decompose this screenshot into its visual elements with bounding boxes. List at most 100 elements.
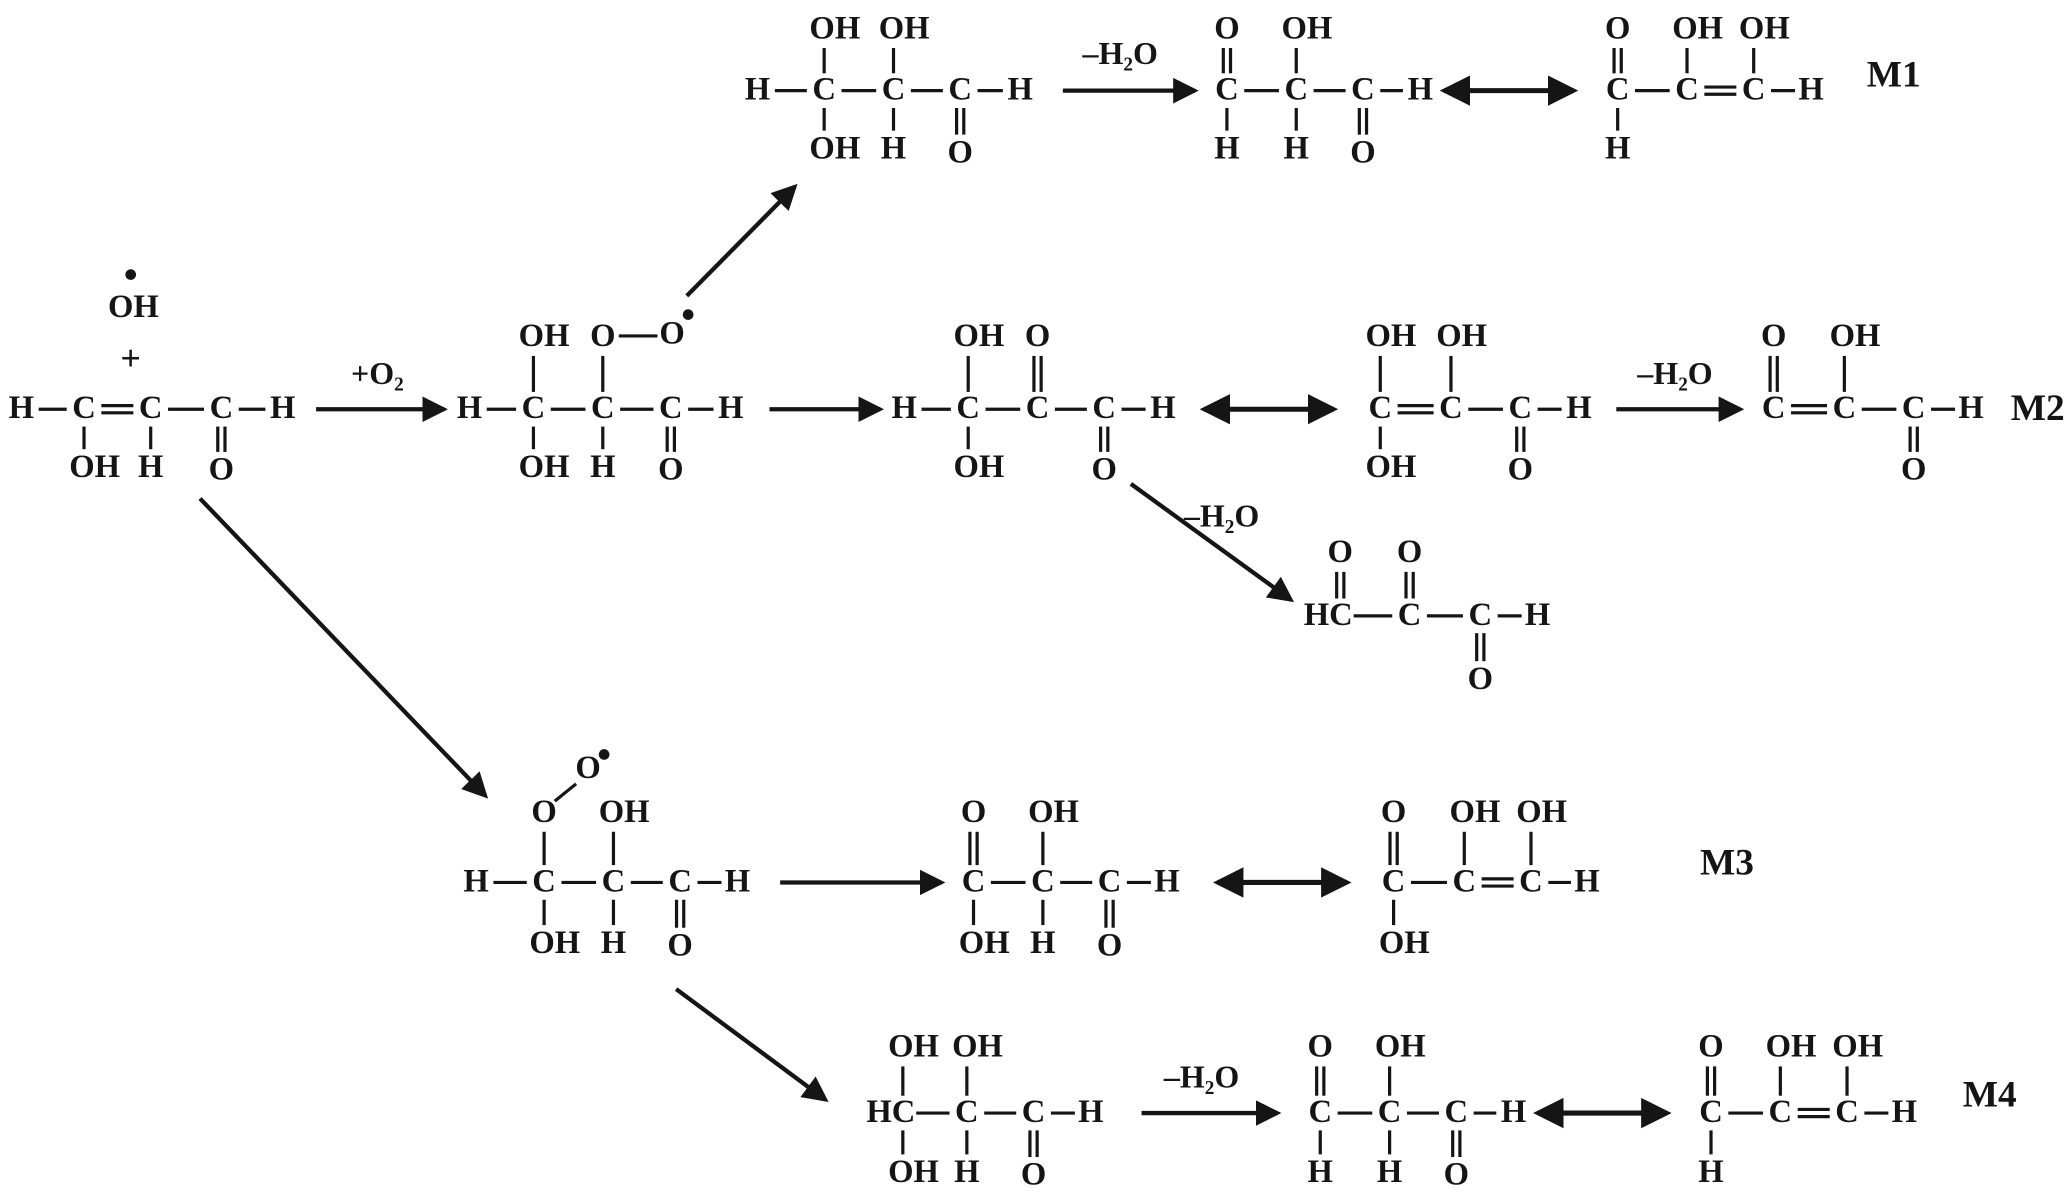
atom-h: H (1154, 863, 1180, 900)
atom-oh: OH (1365, 448, 1417, 485)
atom-h: H (1007, 71, 1033, 108)
atom-oh: OH (529, 924, 581, 961)
atom-oh: OH (598, 794, 650, 831)
atom-h: H (1604, 130, 1631, 167)
atom-oh: OH (1365, 318, 1417, 355)
atom-o: O (1024, 318, 1051, 355)
atom-c: C (1021, 1094, 1046, 1131)
atom-h: H (718, 390, 744, 427)
atom-h: H (137, 448, 164, 485)
product-label-m1: M1 (1866, 54, 1921, 96)
atom-o: O (1096, 927, 1123, 964)
atom-o: O (960, 794, 987, 831)
atom-c: C (1284, 71, 1309, 108)
atom-h: H (1958, 390, 1984, 427)
atom-o: O (1350, 134, 1376, 171)
atom-c: C (1699, 1094, 1723, 1131)
atom-h: H (1283, 130, 1309, 167)
atom-oh: OH (1832, 1028, 1884, 1065)
atom-c: C (668, 863, 692, 900)
product-label-m2: M2 (2010, 387, 2065, 430)
atom-o: O (1604, 10, 1631, 47)
atom-h: H (1376, 1154, 1403, 1191)
atom-c: C (1351, 71, 1375, 108)
atom-o: O (1901, 451, 1927, 488)
atom-o: O (531, 794, 557, 831)
atom-oh: OH (1449, 794, 1501, 831)
product-label-m3: M3 (1700, 842, 1754, 884)
atom-c: C (1468, 596, 1493, 633)
atom-oh: OH (952, 1028, 1003, 1065)
atom-o: O (575, 750, 601, 787)
atom-h: H (1798, 71, 1824, 108)
atom-oh: OH (1672, 10, 1724, 47)
atom-oh: OH (518, 448, 570, 485)
atom-oh: OH (1436, 318, 1488, 355)
atom-c: C (1741, 71, 1766, 108)
atom-h: H (1407, 71, 1433, 108)
atom-h: H (1500, 1094, 1527, 1131)
atom-c: C (956, 390, 980, 427)
arrow-label: –H₂O (1163, 1061, 1240, 1096)
atom-c: C (1452, 863, 1477, 900)
atom-oh: OH (1829, 318, 1881, 355)
radical-dot (598, 749, 610, 760)
atom-c: C (1444, 1094, 1469, 1131)
atom-c: C (1025, 390, 1050, 427)
atom-h: H (891, 390, 917, 427)
atom-oh: OH (953, 448, 1005, 485)
atom-h: H (590, 448, 616, 485)
atom-h: H (880, 130, 907, 167)
single-bond (553, 782, 578, 803)
atom-c: C (532, 863, 556, 900)
arrow-label: –H₂O (1183, 499, 1260, 535)
atom-c: C (209, 390, 234, 427)
atom-c: C (1835, 1094, 1859, 1131)
atom-o: O (1698, 1028, 1724, 1065)
atom-o: O (1396, 534, 1423, 571)
atom-c: C (1832, 390, 1857, 427)
atom-o: O (1020, 1156, 1047, 1193)
atom-c: C (1761, 390, 1786, 427)
atom-h: H (1698, 1154, 1724, 1191)
atom-o: O (1307, 1028, 1333, 1065)
atom-h: H (600, 924, 627, 961)
atom-oh: OH (958, 924, 1010, 961)
atom-c: C (812, 71, 836, 108)
atom-c: C (1605, 71, 1630, 108)
atom-c: C (1508, 390, 1533, 427)
atom-h: H (456, 390, 483, 427)
atom-h: H (954, 1154, 980, 1191)
atom-oh: OH (888, 1154, 939, 1191)
atom-c: C (955, 1094, 979, 1131)
atom-o: O (1327, 534, 1353, 571)
atom-c: C (948, 71, 972, 108)
atom-c: C (138, 390, 163, 427)
atom-c: C (1092, 390, 1117, 427)
atom-oh: OH (1374, 1028, 1426, 1065)
atom-hc: HC (866, 1094, 916, 1131)
atom-c: C (881, 71, 906, 108)
atom-o: O (658, 451, 684, 488)
reaction-arrow (1129, 482, 1295, 603)
atom-h: H (1307, 1154, 1333, 1191)
atom-oh: OH (1378, 924, 1430, 961)
atom-o: O (1214, 10, 1240, 47)
atom-h: H (1030, 924, 1056, 961)
arrow-label: –H₂O (1082, 37, 1158, 72)
atom-h: H (1891, 1094, 1918, 1131)
atom-o: O (667, 927, 693, 964)
atom-oh: OH (1516, 794, 1568, 831)
atom-hc: HC (1303, 596, 1353, 633)
atom-h: H (1566, 390, 1592, 427)
atom-c: C (1368, 390, 1393, 427)
atom-c: C (1397, 596, 1422, 633)
atom-oh: OH (809, 130, 861, 167)
atom-c: C (1519, 863, 1543, 900)
atom-o: O (659, 315, 685, 352)
atom-c: C (1675, 71, 1699, 108)
atom-c: C (1381, 863, 1406, 900)
